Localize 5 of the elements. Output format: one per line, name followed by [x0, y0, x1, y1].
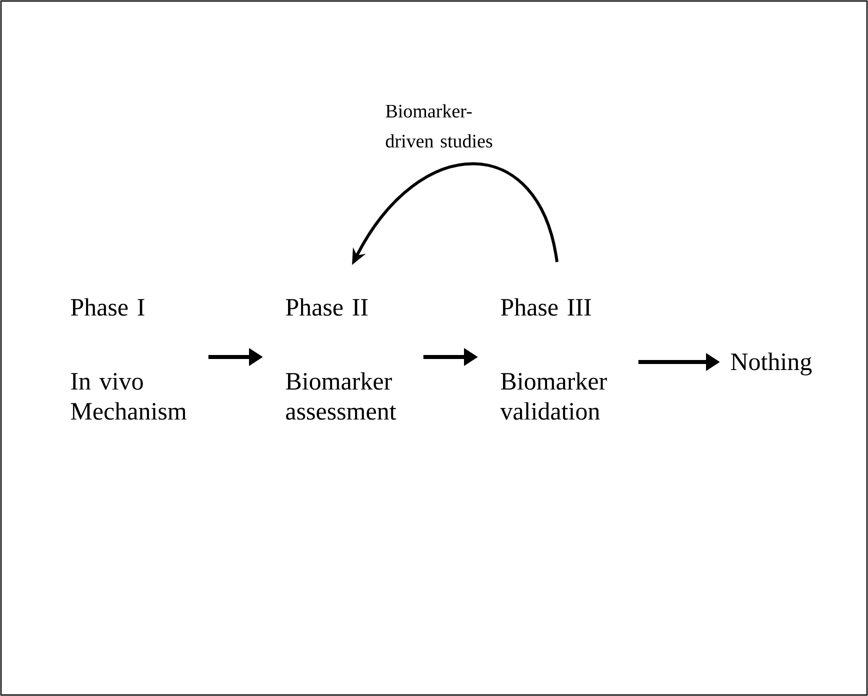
phase-text: Phase III Biomarker validation	[500, 298, 607, 420]
outcome-text: Nothing	[730, 352, 812, 376]
phase-text: Phase II Biomarker assessment	[286, 298, 396, 420]
phase-text: Phase I In vivo Mechanism	[70, 298, 186, 420]
edge-label: Biomarker-driven studies	[386, 104, 492, 148]
